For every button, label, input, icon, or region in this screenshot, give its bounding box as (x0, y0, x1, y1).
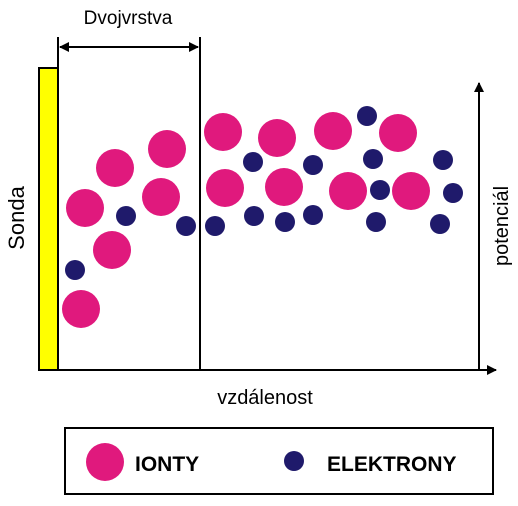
probe-bar (38, 67, 59, 371)
electron-particle (116, 206, 136, 226)
electron-particle (176, 216, 196, 236)
ion-particle (62, 290, 100, 328)
electron-particle (205, 216, 225, 236)
electron-particle (357, 106, 377, 126)
electron-particle (303, 155, 323, 175)
electron-particle (370, 180, 390, 200)
legend-electron-label: ELEKTRONY (327, 453, 457, 476)
electrons-group (65, 106, 463, 280)
ion-particle (329, 172, 367, 210)
ion-particle (265, 168, 303, 206)
legend-electron-swatch (284, 451, 304, 471)
ion-particle (379, 114, 417, 152)
electron-particle (65, 260, 85, 280)
electron-particle (275, 212, 295, 232)
ions-group (62, 112, 430, 328)
electron-particle (433, 150, 453, 170)
electron-particle (243, 152, 263, 172)
ion-particle (142, 178, 180, 216)
double-layer-label: Dvojvrstva (84, 8, 173, 29)
electron-particle (430, 214, 450, 234)
legend-ion-label: IONTY (135, 453, 199, 476)
electron-particle (366, 212, 386, 232)
electron-particle (244, 206, 264, 226)
legend-ion-swatch (86, 443, 124, 481)
ion-particle (93, 231, 131, 269)
ion-particle (148, 130, 186, 168)
distance-axis-label: vzdálenost (217, 387, 313, 409)
ion-particle (392, 172, 430, 210)
potential-axis-label: potenciál (491, 186, 513, 266)
ion-particle (66, 189, 104, 227)
electron-particle (303, 205, 323, 225)
ion-particle (206, 169, 244, 207)
probe-label: Sonda (4, 185, 29, 249)
ion-particle (204, 113, 242, 151)
legend-box (64, 427, 494, 495)
electron-particle (363, 149, 383, 169)
electron-particle (443, 183, 463, 203)
ion-particle (258, 119, 296, 157)
ion-particle (96, 149, 134, 187)
ion-particle (314, 112, 352, 150)
